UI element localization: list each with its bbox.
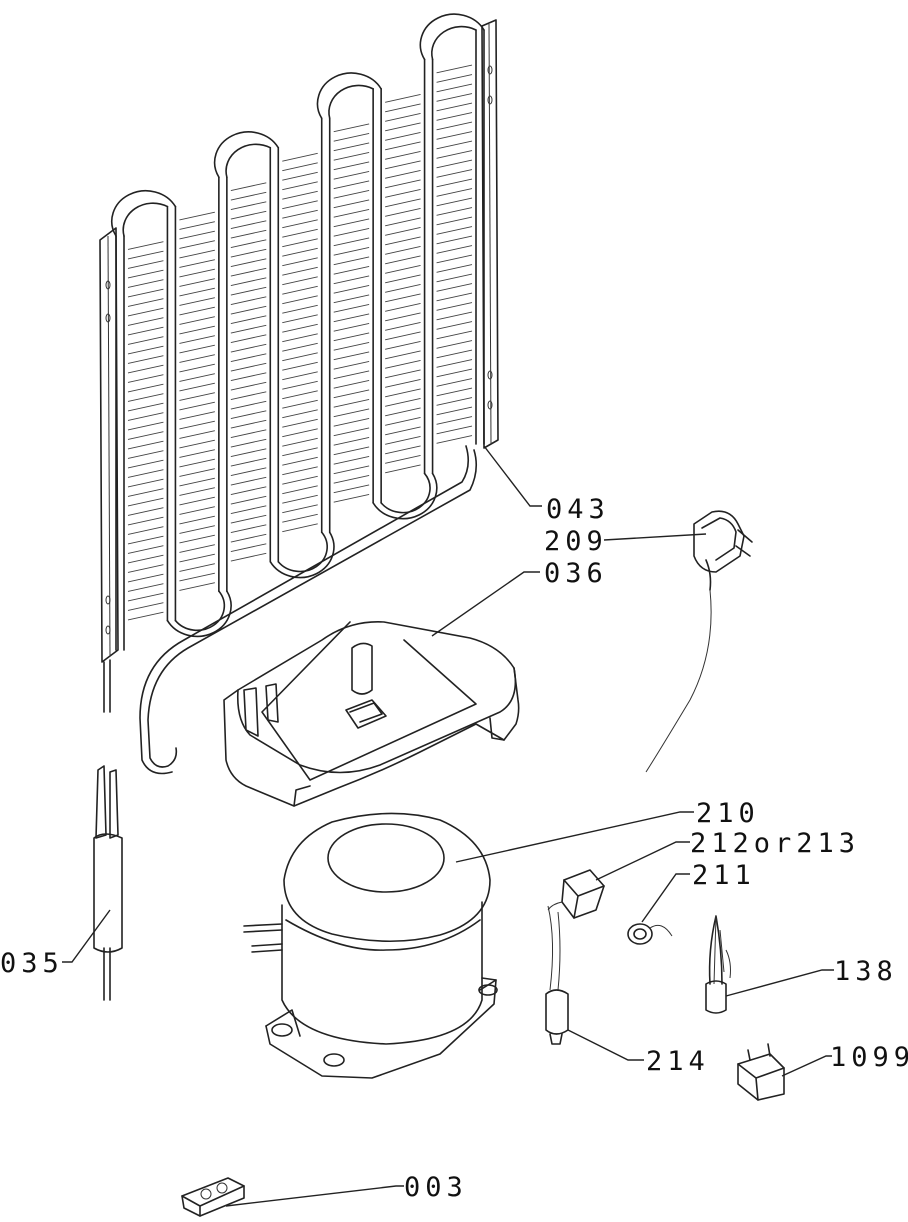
label-209: 209 (544, 526, 608, 557)
label-211: 211 (692, 860, 756, 891)
terminal-block-part (181, 1177, 245, 1217)
label-212or213: 212or213 (690, 828, 860, 859)
bracket-part (737, 1043, 785, 1101)
condenser-fins (127, 64, 473, 621)
label-036: 036 (544, 558, 608, 589)
label-003: 003 (404, 1172, 468, 1203)
mains-plug-part (645, 510, 753, 773)
leader-211: 211 (641, 860, 756, 923)
label-138: 138 (834, 956, 898, 987)
leader-003: 003 (225, 1172, 468, 1207)
condenser-left-rail (99, 227, 119, 663)
relay-part (547, 869, 605, 919)
leader-035: 035 (0, 909, 111, 979)
leader-036: 036 (431, 558, 608, 637)
thermostat-sensor-part (705, 915, 731, 1014)
overload-protector-part (627, 923, 673, 945)
leader-1099: 1099 (781, 1042, 908, 1077)
label-035: 035 (0, 948, 64, 979)
leader-043: 043 (483, 445, 610, 525)
label-210: 210 (696, 798, 760, 829)
label-043: 043 (546, 494, 610, 525)
compressor-part (243, 812, 498, 1079)
leader-210: 210 (455, 798, 760, 863)
compressor-tray-part (223, 621, 520, 807)
condenser-tubes (111, 13, 485, 651)
condenser-part (99, 13, 499, 775)
label-1099: 1099 (830, 1042, 908, 1073)
leader-138: 138 (725, 956, 898, 997)
leader-212or213: 212or213 (595, 828, 860, 881)
leader-214: 214 (567, 1029, 710, 1077)
leader-209: 209 (544, 526, 707, 557)
label-214: 214 (646, 1046, 710, 1077)
capacitor-part (545, 905, 569, 1045)
drier-filter-part (93, 765, 123, 1001)
condenser-right-rail (481, 19, 499, 449)
